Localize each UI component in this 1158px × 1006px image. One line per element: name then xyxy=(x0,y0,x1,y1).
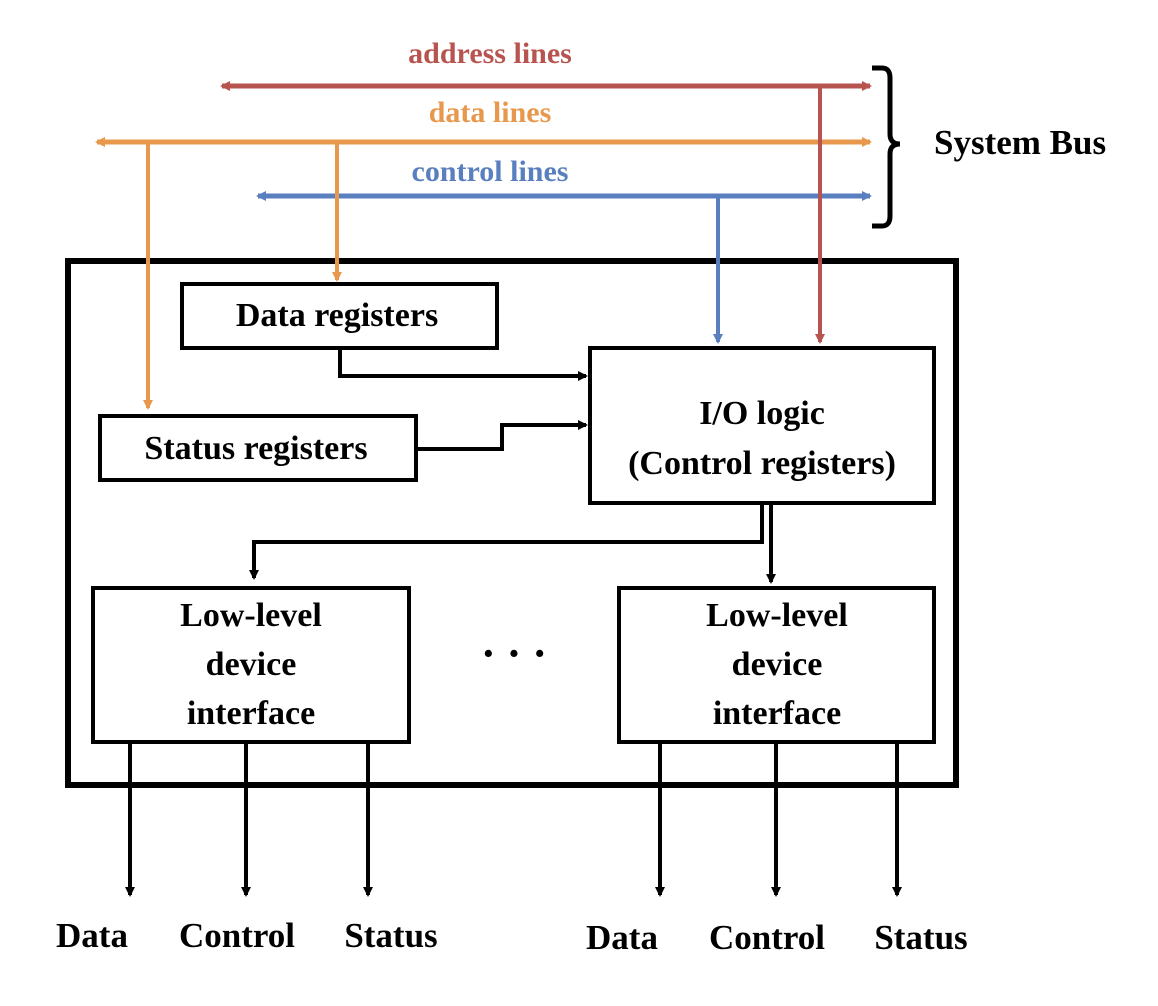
left-interface-label-1: Low-level xyxy=(180,597,322,634)
left-status-label: Status xyxy=(344,916,437,955)
left-interface-label-3: interface xyxy=(187,695,315,732)
statusregs-to-io-arrow xyxy=(416,420,588,451)
right-control-label: Control xyxy=(709,918,825,957)
left-interface-box xyxy=(91,586,411,744)
status-registers-label: Status registers xyxy=(144,430,367,467)
io-logic-label-line1: I/O logic xyxy=(699,395,825,432)
left-data-label: Data xyxy=(56,916,128,955)
left-interface-label-2: device xyxy=(206,646,297,683)
control-lines-label: control lines xyxy=(412,155,569,188)
system-bus-label: System Bus xyxy=(934,123,1106,162)
left-control-label: Control xyxy=(179,916,295,955)
io-logic-label-line2: (Control registers) xyxy=(628,445,896,482)
system-bus-brace xyxy=(872,65,901,229)
right-interface-label-3: interface xyxy=(713,695,841,732)
status-registers-box xyxy=(98,414,418,482)
right-status-label: Status xyxy=(874,918,967,957)
right-interface-box xyxy=(617,586,936,744)
data-lines-label: data lines xyxy=(429,96,552,129)
data-registers-label: Data registers xyxy=(236,297,438,334)
io-logic-box xyxy=(588,346,936,505)
io-to-left-interface-arrow xyxy=(249,503,764,580)
dataregs-to-io-arrow xyxy=(338,348,588,381)
right-interface-label-1: Low-level xyxy=(706,597,848,634)
io-module-box xyxy=(65,258,959,788)
right-interface-label-2: device xyxy=(732,646,823,683)
address-lines-label: address lines xyxy=(408,37,572,70)
right-data-label: Data xyxy=(586,918,658,957)
ellipsis: · · · xyxy=(481,629,547,678)
